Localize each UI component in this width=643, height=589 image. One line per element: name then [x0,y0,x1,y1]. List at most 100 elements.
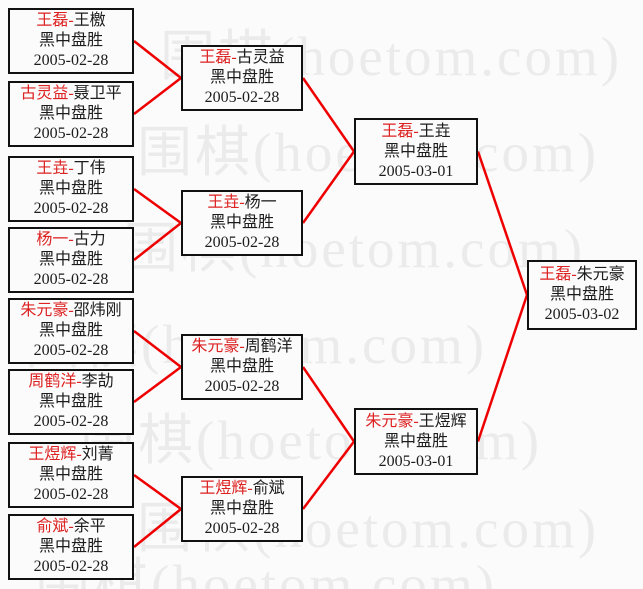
players-separator: - [68,231,74,248]
players-separator: - [68,518,74,535]
players-separator: - [68,12,74,29]
match-date: 2005-03-01 [378,452,454,470]
match-date: 2005-02-28 [33,486,109,503]
players-separator: - [76,446,82,463]
match-box-round-1-5: 朱元豪-邵炜刚黑中盘胜 2005-02-28 [8,298,134,364]
players-separator: - [413,122,419,140]
players-separator: - [68,85,74,102]
match-players: 王垚-杨一 [207,193,276,213]
winner-name: 王垚 [207,194,240,211]
match-result: 黑中盘胜 [38,180,103,197]
match-players: 朱元豪-周鹤洋 [191,337,292,357]
winner-name: 王磊 [199,49,232,66]
players-separator: - [76,373,82,390]
winner-name: 王垚 [36,160,69,177]
loser-name: 邵炜刚 [73,302,122,319]
match-players: 王磊-朱元豪 [539,265,624,285]
match-result: 黑中盘胜 [209,358,274,375]
winner-name: 周鹤洋 [28,373,77,390]
match-result: 黑中盘胜 [383,142,448,160]
match-box-semifinals-2: 朱元豪-王煜辉黑中盘胜 2005-03-01 [354,408,478,475]
match-date: 2005-03-01 [378,162,454,180]
match-players: 王磊-王檄 [36,11,105,31]
bracket-connector [133,77,182,115]
loser-name: 周鹤洋 [244,338,293,355]
winner-name: 古灵益 [20,85,69,102]
bracket-connector [302,440,355,510]
match-date: 2005-02-28 [33,271,109,288]
match-date: 2005-03-02 [544,306,620,323]
loser-name: 王垚 [418,122,451,140]
bracket-connector [301,366,356,443]
match-result: 黑中盘胜 [549,286,614,303]
match-date: 2005-02-28 [204,89,280,106]
bracket-connector [476,151,529,296]
match-box-round-2-4: 王煜辉-俞斌黑中盘胜 2005-02-28 [181,476,303,542]
match-result: 黑中盘胜 [38,105,103,122]
loser-name: 丁伟 [73,160,106,177]
bracket-connector [133,365,182,404]
bracket-connector [133,508,182,548]
loser-name: 朱元豪 [576,266,625,283]
match-date: 2005-02-28 [33,342,109,359]
loser-name: 刘菁 [81,446,114,463]
match-players: 朱元豪-王煜辉 [365,412,466,432]
winner-name: 王磊 [539,266,572,283]
winner-name: 杨一 [36,231,69,248]
match-result: 黑中盘胜 [38,322,103,339]
match-result: 黑中盘胜 [38,251,103,268]
match-box-final-1: 王磊-朱元豪黑中盘胜 2005-03-02 [527,260,637,330]
match-players: 古灵益-聂卫平 [20,84,121,104]
bracket-connector [133,40,182,79]
winner-name: 王磊 [381,122,414,140]
match-players: 王煜辉-刘菁 [28,445,113,465]
bracket-connector [301,150,356,224]
match-players: 王垚-丁伟 [36,159,105,179]
match-result: 黑中盘胜 [383,432,448,450]
match-result: 黑中盘胜 [209,69,274,86]
match-players: 周鹤洋-李劼 [28,372,113,392]
loser-name: 余平 [73,518,106,535]
bracket-connector [301,77,356,153]
match-players: 俞斌-余平 [36,517,105,537]
loser-name: 俞斌 [252,480,285,497]
match-date: 2005-02-28 [33,413,109,430]
match-box-round-1-4: 杨一-古力黑中盘胜 2005-02-28 [8,227,134,293]
loser-name: 李劼 [81,373,114,390]
players-separator: - [231,49,237,66]
match-date: 2005-02-28 [204,234,280,251]
players-separator: - [68,302,74,319]
loser-name: 古灵益 [236,49,285,66]
bracket-connector [133,187,182,225]
bracket-connector [476,294,529,442]
bracket-connector [133,330,182,368]
players-separator: - [239,338,245,355]
match-box-round-2-1: 王磊-古灵益黑中盘胜 2005-02-28 [181,45,303,111]
match-players: 王煜辉-俞斌 [199,479,284,499]
match-box-round-2-3: 朱元豪-周鹤洋黑中盘胜 2005-02-28 [181,334,303,400]
match-date: 2005-02-28 [33,200,109,217]
loser-name: 王檄 [73,12,106,29]
winner-name: 王磊 [36,12,69,29]
winner-name: 王煜辉 [28,446,77,463]
match-date: 2005-02-28 [33,52,109,69]
match-result: 黑中盘胜 [38,538,103,555]
match-date: 2005-02-28 [204,378,280,395]
match-date: 2005-02-28 [204,520,280,537]
match-players: 朱元豪-邵炜刚 [20,301,121,321]
loser-name: 王煜辉 [418,412,467,430]
winner-name: 朱元豪 [365,412,414,430]
match-players: 杨一-古力 [36,230,105,250]
bracket-connector [133,222,182,261]
match-result: 黑中盘胜 [209,500,274,517]
match-players: 王磊-王垚 [381,122,450,142]
